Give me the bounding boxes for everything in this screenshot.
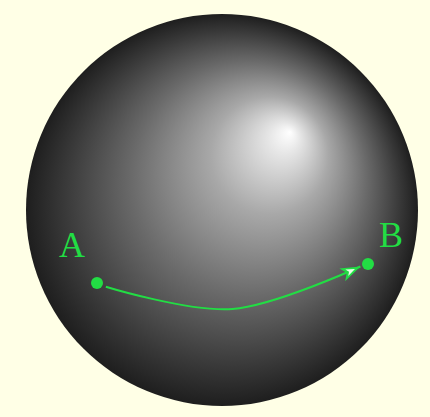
sphere: [26, 14, 418, 406]
point-label: A: [59, 227, 85, 263]
point-dot: A: [91, 277, 103, 289]
path-arrow: [106, 267, 361, 310]
point-dot: B: [362, 258, 374, 270]
point-label: B: [379, 217, 403, 253]
